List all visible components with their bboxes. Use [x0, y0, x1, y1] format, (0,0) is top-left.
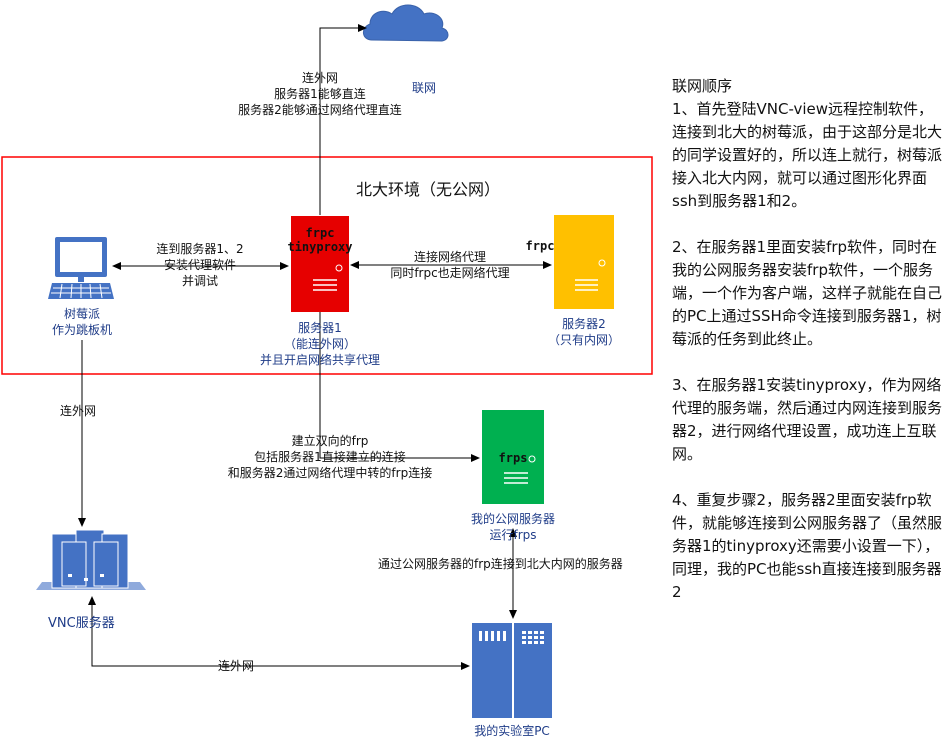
campus-region-border — [1, 156, 653, 375]
server2-label: 服务器2 （只有内网） — [544, 316, 624, 348]
raspberry-label-line2: 作为跳板机 — [51, 323, 112, 337]
public-server-label: 我的公网服务器 运行frps — [458, 511, 568, 543]
region-title: 北大环境（无公网） — [356, 180, 501, 199]
notes-step-2: 2、在服务器1里面安装frp软件，同时在我的公网服务器安装frp软件，一个服务端… — [672, 238, 943, 348]
frp-link-label: 建立双向的frp 包括服务器1直接建立的连接 和服务器2通过网络代理中转的frp… — [200, 433, 460, 481]
rpi-vnc-link-label: 连外网 — [60, 404, 97, 418]
vnc-server-cluster-icon — [36, 529, 146, 590]
raspberry-label-line1: 树莓派 — [63, 307, 100, 321]
uplink-label-line2: 服务器1能够直连 — [274, 87, 366, 101]
rpi-link-line1: 连到服务器1、2 — [156, 242, 244, 256]
vnc-label: VNC服务器 — [48, 616, 115, 631]
internet-label: 联网 — [412, 81, 437, 95]
vnc-lab-link-label: 连外网 — [218, 659, 255, 673]
public-server-tag: frps — [498, 451, 528, 465]
uplink-label-line1: 连外网 — [301, 71, 338, 85]
server1-icon — [291, 216, 349, 312]
public-server-label-line1: 我的公网服务器 — [470, 512, 555, 526]
frp-link-line1: 建立双向的frp — [291, 434, 369, 448]
uplink-label: 连外网 服务器1能够直连 服务器2能够通过网络代理直连 — [200, 70, 440, 118]
uplink-connector — [319, 24, 367, 215]
notes-step-1: 1、首先登陆VNC-view远程控制软件，连接到北大的树莓派，由于这部分是北大的… — [672, 100, 943, 210]
lab-pc-icon — [472, 623, 552, 718]
notes-panel: 联网顺序 1、首先登陆VNC-view远程控制软件，连接到北大的树莓派，由于这部… — [672, 75, 942, 627]
server1-label-line1: 服务器1 — [298, 321, 342, 335]
server2-icon — [554, 215, 614, 309]
server1-label-line3: 并且开启网络共享代理 — [259, 353, 380, 367]
server1-label: 服务器1 （能连外网） 并且开启网络共享代理 — [230, 320, 410, 368]
vnc-lab-connector — [88, 596, 470, 670]
server1-label-line2: （能连外网） — [283, 337, 356, 351]
server2-label-line2: （只有内网） — [547, 333, 620, 347]
server2-label-line1: 服务器2 — [562, 317, 606, 331]
rpi-server1-link-label: 连到服务器1、2 安装代理软件 并调试 — [140, 241, 260, 289]
raspberry-label: 树莓派 作为跳板机 — [32, 306, 132, 338]
raspberry-pi-computer-icon — [48, 237, 114, 299]
cloud-icon — [363, 4, 449, 42]
server1-server2-link-label: 连接网络代理 同时frpc也走网络代理 — [380, 249, 520, 281]
server1-tag-frpc: frpc — [305, 226, 335, 240]
frp-link-line2: 包括服务器1直接建立的连接 — [254, 450, 406, 464]
server1-tag-tinyproxy: tinyproxy — [287, 240, 353, 254]
lab-link-label: 通过公网服务器的frp连接到北大内网的服务器 — [378, 557, 623, 571]
proxy-link-line2: 同时frpc也走网络代理 — [390, 266, 510, 280]
lab-pc-label: 我的实验室PC — [474, 724, 550, 738]
notes-title: 联网顺序 — [672, 77, 733, 95]
notes-step-3: 3、在服务器1安装tinyproxy，作为网络代理的服务端，然后通过内网连接到服… — [672, 376, 943, 463]
rpi-link-line3: 并调试 — [181, 274, 218, 288]
frp-connector — [319, 312, 480, 462]
server2-tag: frpc — [525, 239, 555, 253]
proxy-link-line1: 连接网络代理 — [413, 250, 486, 264]
frp-link-line3: 和服务器2通过网络代理中转的frp连接 — [227, 466, 433, 480]
public-server-label-line2: 运行frps — [489, 528, 537, 542]
server1-tags: frpc tinyproxy — [281, 226, 359, 254]
public-server-icon — [482, 410, 544, 504]
uplink-label-line3: 服务器2能够通过网络代理直连 — [238, 103, 402, 117]
rpi-link-line2: 安装代理软件 — [163, 258, 236, 272]
notes-step-4: 4、重复步骤2，服务器2里面安装frp软件，就能够连接到公网服务器了（虽然服务器… — [672, 491, 943, 601]
